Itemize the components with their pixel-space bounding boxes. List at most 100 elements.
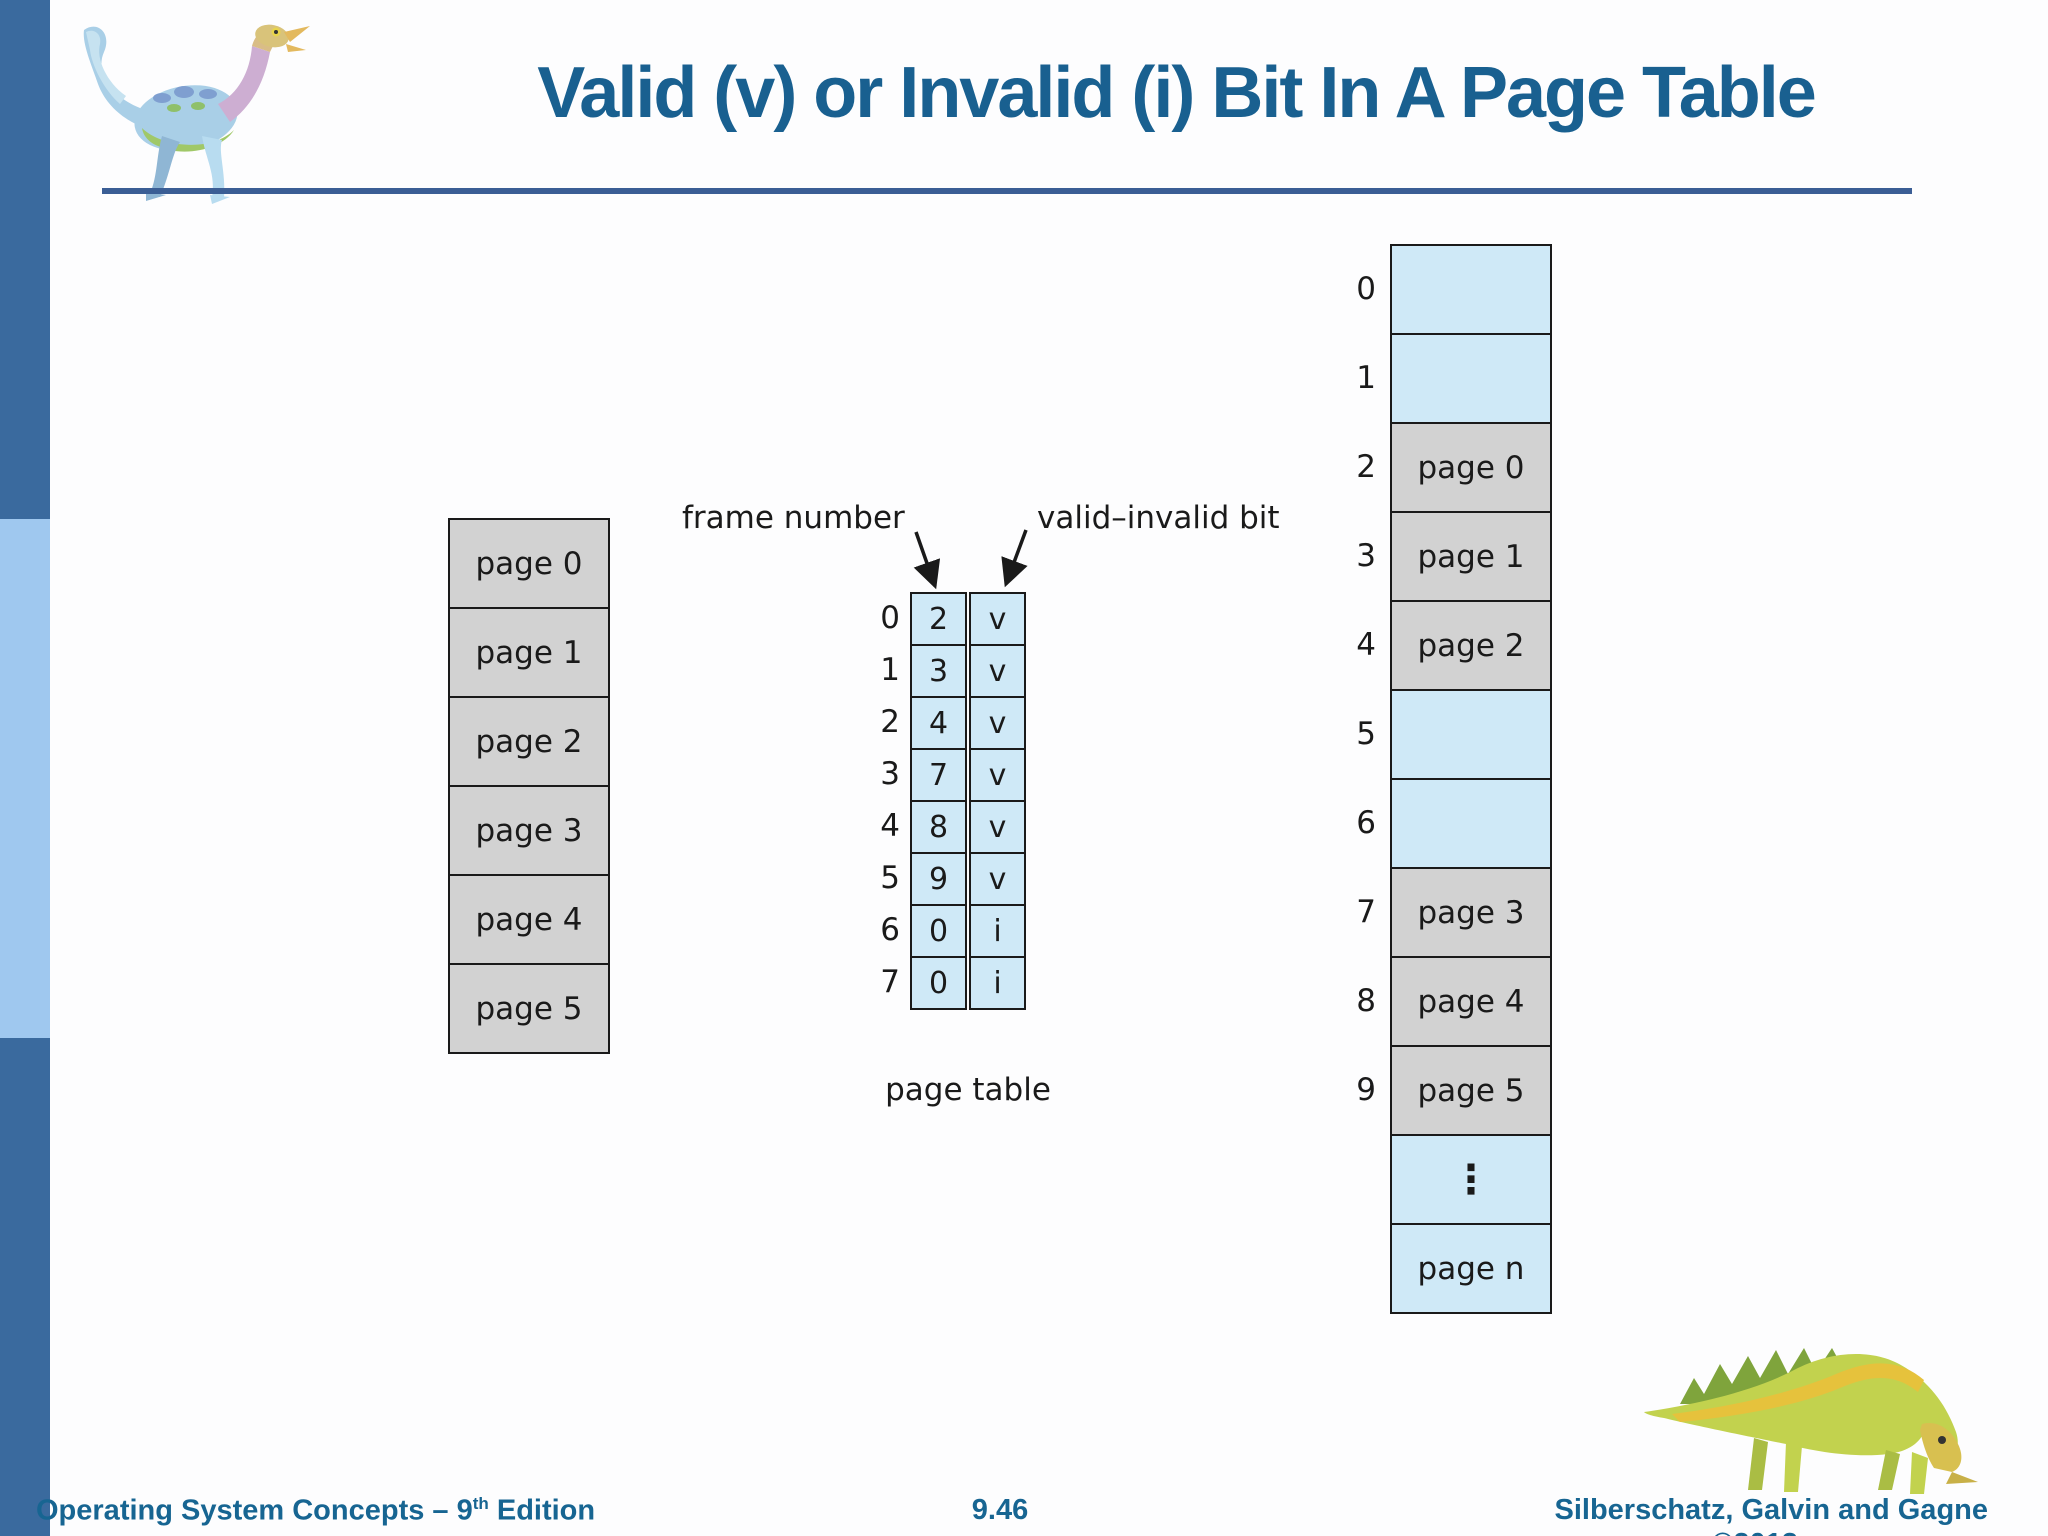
logical-memory-row: page 5	[448, 963, 610, 1054]
page-table-bit-cell: v	[969, 748, 1026, 802]
page-table-row-index: 5	[880, 860, 900, 896]
physical-memory-row: ⋮	[1330, 1134, 1552, 1225]
physical-memory-frame-index: 4	[1356, 626, 1376, 663]
page-table-frame-cell: 7	[910, 748, 967, 802]
logical-memory-row: page 4	[448, 874, 610, 965]
sidebar-segment-top	[0, 0, 50, 519]
physical-memory-row: 7 page 3	[1330, 867, 1552, 958]
dinosaur-illustration-top-left	[83, 24, 310, 204]
logical-memory-row: page 0	[448, 518, 610, 609]
page-table-row: 0 2 v	[862, 592, 1026, 646]
page-table-row: 5 9 v	[862, 852, 1026, 906]
frame-number-arrow	[913, 531, 941, 590]
physical-memory-frame-index: 6	[1356, 804, 1376, 841]
physical-memory-row: 4 page 2	[1330, 600, 1552, 691]
physical-memory-cell-label	[1390, 778, 1552, 869]
logical-memory-cell-label: page 4	[448, 874, 610, 965]
page-table-row-index: 3	[880, 756, 900, 792]
page-table-row-index: 6	[880, 912, 900, 948]
physical-memory-frame-index: 0	[1356, 270, 1376, 307]
physical-memory-frame-index: 3	[1356, 537, 1376, 574]
logical-memory-cell-label: page 3	[448, 785, 610, 876]
sidebar-segment-middle	[0, 519, 50, 1038]
page-table-frame-cell: 4	[910, 696, 967, 750]
logical-memory-row: page 3	[448, 785, 610, 876]
physical-memory-cell-label: page 2	[1390, 600, 1552, 691]
page-table-row: 2 4 v	[862, 696, 1026, 750]
physical-memory-cell-label: page 5	[1390, 1045, 1552, 1136]
logical-memory-cell-label: page 1	[448, 607, 610, 698]
page-table-bit-cell: v	[969, 800, 1026, 854]
valid-invalid-bit-arrow	[1001, 529, 1028, 588]
physical-memory-frame-index: 2	[1356, 448, 1376, 485]
footer-book-title-text: Operating System Concepts – 9	[36, 1494, 473, 1527]
footer-copyright-year: ©2013	[1522, 1528, 1988, 1536]
physical-memory-row: page n	[1330, 1223, 1552, 1314]
physical-memory-cell-label	[1390, 333, 1552, 424]
physical-memory-row: 5	[1330, 689, 1552, 780]
logical-memory-cell-label: page 0	[448, 518, 610, 609]
physical-memory-cell-label: page 3	[1390, 867, 1552, 958]
page-table-bit-cell: v	[969, 644, 1026, 698]
page-table-bit-cell: v	[969, 696, 1026, 750]
page-table-frame-cell: 0	[910, 904, 967, 958]
physical-memory-cell-label: page 1	[1390, 511, 1552, 602]
valid-invalid-bit-label: valid–invalid bit	[1037, 500, 1280, 536]
physical-memory-frame-index: 8	[1356, 982, 1376, 1019]
logical-memory-row: page 1	[448, 607, 610, 698]
logical-memory-column: page 0 page 1 page 2 page 3 page 4 page …	[448, 518, 610, 1054]
physical-memory-frame-index: 9	[1356, 1071, 1376, 1108]
title-underline	[102, 188, 1912, 194]
footer-book-title-suffix: Edition	[488, 1494, 596, 1527]
physical-memory-frame-index	[1330, 1134, 1390, 1223]
sidebar-segment-bottom	[0, 1038, 50, 1536]
page-table-bit-cell: v	[969, 592, 1026, 646]
page-table: 0 2 v 1 3 v 2 4 v 3 7 v 4 8	[862, 592, 1026, 1010]
page-table-row-index: 0	[880, 600, 900, 636]
footer-book-title-sup: th	[472, 1494, 489, 1513]
physical-memory-row: 6	[1330, 778, 1552, 869]
physical-memory-row: 3 page 1	[1330, 511, 1552, 602]
logical-memory-cell-label: page 5	[448, 963, 610, 1054]
dinosaur-illustration-bottom-right	[1644, 1348, 1978, 1494]
physical-memory-row: 8 page 4	[1330, 956, 1552, 1047]
page-table-row: 3 7 v	[862, 748, 1026, 802]
page-table-frame-cell: 3	[910, 644, 967, 698]
page-table-row: 1 3 v	[862, 644, 1026, 698]
physical-memory-frame-index: 7	[1356, 893, 1376, 930]
page-table-row-index: 4	[880, 808, 900, 844]
physical-memory-row: 9 page 5	[1330, 1045, 1552, 1136]
physical-memory-cell-label	[1390, 689, 1552, 780]
physical-memory-cell-label: page n	[1390, 1223, 1552, 1314]
page-table-bit-cell: v	[969, 852, 1026, 906]
footer-page-number: 9.46	[971, 1494, 1029, 1526]
physical-memory-row: 0	[1330, 244, 1552, 335]
slide-title: Valid (v) or Invalid (i) Bit In A Page T…	[537, 53, 1817, 133]
page-table-bit-cell: i	[969, 904, 1026, 958]
page-table-row-index: 1	[880, 652, 900, 688]
page-table-row-index: 2	[880, 704, 900, 740]
logical-memory-row: page 2	[448, 696, 610, 787]
page-table-bit-cell: i	[969, 956, 1026, 1010]
page-table-caption: page table	[885, 1072, 1051, 1108]
page-table-row: 7 0 i	[862, 956, 1026, 1010]
physical-memory-column: 0 1 2 page 0 3 page 1 4 page 2 5 6	[1330, 244, 1552, 1314]
page-table-frame-cell: 2	[910, 592, 967, 646]
logical-memory-cell-label: page 2	[448, 696, 610, 787]
physical-memory-frame-index	[1330, 1223, 1390, 1312]
physical-memory-row: 1	[1330, 333, 1552, 424]
frame-number-label: frame number	[682, 500, 905, 536]
physical-memory-cell-label: page 4	[1390, 956, 1552, 1047]
physical-memory-cell-label: ⋮	[1390, 1134, 1552, 1225]
physical-memory-frame-index: 1	[1356, 359, 1376, 396]
page-table-frame-cell: 9	[910, 852, 967, 906]
page-table-row: 6 0 i	[862, 904, 1026, 958]
page-table-row: 4 8 v	[862, 800, 1026, 854]
physical-memory-frame-index: 5	[1356, 715, 1376, 752]
physical-memory-row: 2 page 0	[1330, 422, 1552, 513]
physical-memory-cell-label: page 0	[1390, 422, 1552, 513]
page-table-row-index: 7	[880, 964, 900, 1000]
physical-memory-cell-label	[1390, 244, 1552, 335]
page-table-frame-cell: 8	[910, 800, 967, 854]
